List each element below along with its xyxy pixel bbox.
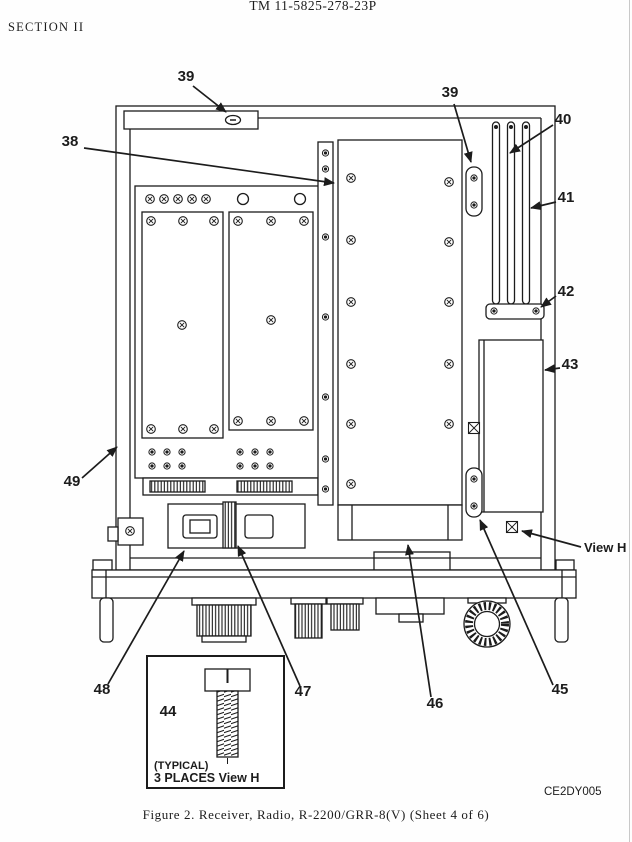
connector-b — [294, 603, 323, 639]
cross-screw-icon — [505, 520, 519, 534]
side-bracket-tab — [107, 526, 119, 542]
center-panel — [337, 139, 463, 506]
callout-47-arrow — [237, 545, 301, 687]
rod-cap-icon — [524, 125, 528, 129]
text-layer: TM 11-5825-278-23P SECTION II 39 38 39 4… — [8, 0, 626, 822]
left-module-bay — [134, 185, 329, 496]
callout-39-top-label: 39 — [178, 68, 195, 85]
callout-45-arrow — [479, 519, 554, 686]
screw-icon — [470, 502, 478, 510]
connector-b-flange — [290, 597, 327, 605]
clamp-right-block — [244, 514, 274, 539]
callout-43-label: 43 — [562, 356, 579, 373]
figure-caption: Figure 2. Receiver, Radio, R-2200/GRR-8(… — [143, 807, 490, 822]
screw-icon — [159, 194, 169, 204]
top-cover-plate — [123, 110, 259, 130]
screw-icon — [201, 194, 211, 204]
callout-41-arrow — [530, 201, 557, 211]
callout-43-arrow — [544, 364, 561, 374]
clamp-assembly — [107, 501, 306, 549]
guide-rods — [491, 121, 531, 305]
center-panel-assembly — [317, 139, 463, 571]
drawing-code: CE2DY005 — [544, 786, 602, 798]
screw-icon — [470, 174, 478, 182]
clamp-left-inner — [189, 519, 211, 534]
section-heading: SECTION II — [8, 20, 84, 34]
connector-c — [330, 603, 360, 631]
right-cover-panel — [478, 339, 544, 513]
hole-icon — [236, 192, 250, 206]
hole-icon — [293, 192, 307, 206]
screw-shank — [216, 690, 239, 758]
view-h-label: View H — [584, 540, 626, 555]
callout-39-right-arrow — [453, 103, 473, 163]
callout-49-label: 49 — [64, 473, 81, 490]
screw-icon — [490, 307, 498, 315]
view-h-arrow — [521, 529, 582, 548]
guide-rod — [491, 121, 501, 305]
callout-38-arrow — [83, 147, 335, 187]
callout-39-right-label: 39 — [442, 84, 459, 101]
callout-49-arrow — [81, 446, 118, 479]
rod-cap-icon — [494, 125, 498, 129]
receiver-drawing — [91, 105, 577, 648]
clamp-post — [222, 501, 237, 549]
callout-46-label: 46 — [427, 695, 444, 712]
panel-bottom-flange — [337, 504, 463, 541]
rod-cap-icon — [509, 125, 513, 129]
cross-screw-icon — [467, 421, 481, 435]
callout-47-label: 47 — [295, 683, 312, 700]
retainer-bracket-upper — [465, 166, 483, 217]
right-side-assembly — [465, 121, 545, 534]
screw-icon — [532, 307, 540, 315]
screw-icon — [125, 526, 135, 536]
base-plate — [91, 569, 577, 599]
base-step-right — [555, 559, 575, 571]
low-profile-tab — [398, 613, 424, 623]
inset-box — [146, 655, 285, 789]
knurled-connector-flange — [191, 597, 257, 606]
callout-40-arrow — [509, 124, 554, 154]
connector-strip — [149, 480, 206, 493]
callout-46-arrow — [405, 544, 432, 698]
low-profile-unit — [375, 597, 445, 615]
foot-right — [554, 597, 569, 643]
callout-45-label: 45 — [552, 681, 569, 698]
callout-42-arrow — [540, 295, 557, 308]
knurled-connector-cap — [201, 635, 247, 643]
knurled-connector — [196, 604, 252, 637]
foot-left — [99, 597, 114, 643]
connector-c-flange — [326, 597, 364, 605]
screw-icon — [470, 201, 478, 209]
callout-38-label: 38 — [62, 133, 79, 150]
doc-number: TM 11-5825-278-23P — [249, 0, 376, 13]
callout-42-label: 42 — [558, 283, 575, 300]
callout-41-label: 41 — [558, 189, 575, 206]
screw-icon — [173, 194, 183, 204]
callout-44-label: 44 — [160, 703, 177, 720]
round-connector-inner — [473, 610, 501, 638]
base-assembly — [91, 559, 577, 648]
callout-39-top-arrow — [192, 85, 227, 113]
retainer-bracket-lower — [465, 467, 483, 518]
round-connector-knurl — [465, 602, 509, 646]
inset-typical-label: (TYPICAL) — [154, 760, 209, 772]
guide-rod — [506, 121, 516, 305]
screw-icon — [145, 194, 155, 204]
base-step-left — [92, 559, 113, 571]
callout-arrows — [81, 85, 582, 716]
screw-icon — [470, 475, 478, 483]
guide-rod — [521, 121, 531, 305]
inset-places-label: 3 PLACES View H — [154, 771, 259, 785]
rod-retainer-bar — [485, 303, 545, 320]
inset-view-h — [146, 655, 285, 789]
callout-40-label: 40 — [555, 111, 572, 128]
hinge-strip — [317, 141, 334, 506]
callout-48-arrow — [107, 550, 185, 685]
screw-icon — [187, 194, 197, 204]
top-screw-strip — [145, 192, 307, 206]
connector-strip — [236, 480, 293, 493]
callout-48-label: 48 — [94, 681, 111, 698]
